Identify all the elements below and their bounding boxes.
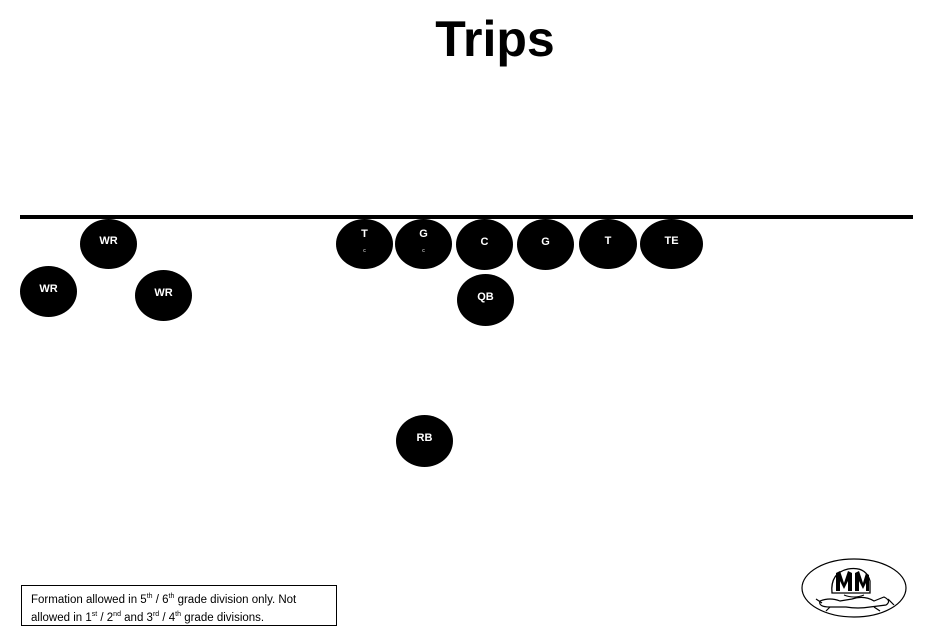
player-label: WR <box>39 282 58 295</box>
player-wr-2: WR <box>20 266 77 317</box>
note-line-1: Formation allowed in 5th / 6th grade div… <box>31 593 297 606</box>
player-quarterback: QB <box>457 274 514 326</box>
division-rules-note: Formation allowed in 5th / 6th grade div… <box>21 585 337 626</box>
player-label: QB <box>477 291 494 303</box>
player-wr-1: WR <box>80 219 137 269</box>
helmet-logo-icon <box>800 557 908 619</box>
player-label: WR <box>99 235 118 247</box>
player-running-back: RB <box>396 415 453 467</box>
player-label: C <box>480 235 489 248</box>
player-wr-3: WR <box>135 270 192 321</box>
player-sublabel: c <box>363 248 366 254</box>
player-left-guard: G c <box>395 219 452 269</box>
player-right-tackle: T <box>579 219 637 269</box>
note-line-2: allowed in 1st / 2nd and 3rd / 4th grade… <box>31 611 265 624</box>
formation-title: Trips <box>435 11 555 67</box>
player-center: C <box>456 219 513 270</box>
player-sublabel: c <box>422 248 425 254</box>
player-label: WR <box>154 286 173 299</box>
line-of-scrimmage <box>20 215 913 219</box>
player-label: RB <box>416 432 433 444</box>
player-left-tackle: T c <box>336 219 393 269</box>
player-tight-end: TE <box>640 219 703 269</box>
player-label: T <box>361 228 368 240</box>
player-right-guard: G <box>517 219 574 270</box>
player-label: T <box>604 235 612 247</box>
player-label: TE <box>664 235 679 247</box>
player-label: G <box>419 228 428 240</box>
player-label: G <box>541 235 550 248</box>
